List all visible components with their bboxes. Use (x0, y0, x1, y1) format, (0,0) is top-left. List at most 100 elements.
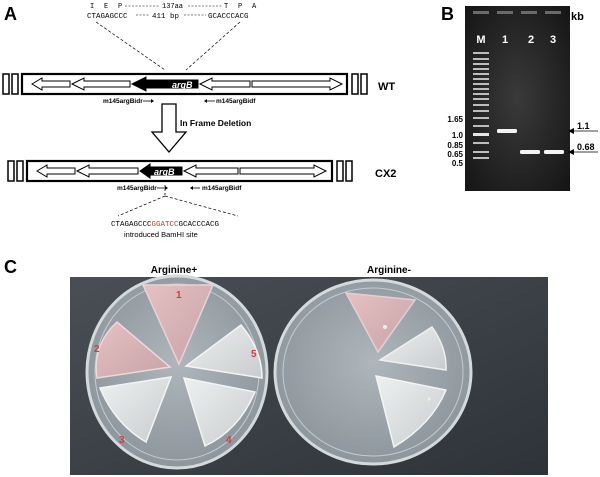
ladder-band (473, 68, 489, 70)
ladder-band (473, 88, 489, 90)
orf-arrow (75, 164, 139, 178)
panel-b: B kb M 1 2 3 (441, 4, 598, 191)
wt-label: WT (378, 81, 395, 93)
contig-end-block (360, 73, 368, 95)
cx2-locus-box (25, 159, 334, 183)
ladder-band (473, 63, 489, 65)
sector-number: 2 (94, 344, 100, 355)
orf-arrow (239, 164, 328, 178)
gel-well (497, 11, 513, 14)
primer-arrow (151, 99, 154, 103)
strain-sector (377, 325, 447, 371)
aa-letter: T (224, 3, 228, 11)
wt-primers: m145argBidr m145argBidf (103, 98, 256, 105)
lane-label: 3 (550, 34, 556, 46)
ladder-band (473, 151, 489, 153)
cx2-label: CX2 (375, 168, 396, 180)
ladder-band (473, 157, 489, 159)
primer-arrow (204, 99, 207, 103)
petri-dish-rim (282, 287, 464, 457)
strain-sector (374, 375, 448, 449)
primer-f-label: m145argBidf (202, 185, 242, 192)
panel-a: A I E P 137aa T P A CTAGAGCCC 411 bp GCA… (2, 3, 396, 239)
orf-arrow (251, 77, 344, 91)
aa-gap-label: 137aa (162, 3, 183, 11)
strain-sector (344, 292, 417, 354)
ladder-bands (473, 52, 489, 159)
contig-end-block (345, 160, 353, 182)
ladder-band (473, 83, 489, 85)
deletion-arrow-label: In Frame Deletion (180, 118, 251, 128)
sample-band-lane2 (520, 150, 540, 154)
bamhi-site-seq: GGATCC (152, 221, 180, 229)
zoom-line (117, 195, 166, 217)
wt-locus-box (20, 72, 349, 96)
panel-b-label: B (441, 4, 454, 24)
argb-gene-arrow (130, 76, 199, 92)
orf-arrow (182, 164, 239, 178)
contig-end-block (351, 73, 359, 95)
wt-locus (2, 72, 368, 96)
cx2-primers: m145argBidr m145argBidf (117, 185, 242, 192)
marker-size-label: 1.65 (447, 115, 463, 124)
ladder-band (473, 73, 489, 75)
sector-number: 4 (226, 435, 232, 446)
zoom-line (95, 21, 166, 71)
ladder-band (473, 52, 489, 54)
ladder-band (473, 104, 489, 106)
sector-number: 1 (176, 290, 182, 301)
ladder-band (473, 110, 489, 112)
primer-arrow (165, 186, 168, 190)
sector-number: 5 (251, 349, 257, 360)
colony-speck (383, 325, 387, 329)
band-pointer-arrow (568, 128, 574, 134)
band-size-label: 1.1 (577, 121, 590, 131)
gel-unit: kb (571, 11, 584, 23)
ladder-band (473, 117, 489, 119)
contig-end-block (336, 160, 344, 182)
contig-end-block (7, 160, 15, 182)
marker-size-labels: 1.65 1.0 0.85 0.65 0.5 (447, 115, 463, 168)
ladder-band (473, 78, 489, 80)
sector-numbers: 1 2 3 4 5 (94, 290, 257, 446)
ladder-band (473, 98, 489, 100)
aa-letter: A (252, 3, 257, 11)
seq2-right: GCACCCACG (179, 221, 220, 229)
zoom-line (185, 21, 241, 71)
seq-row: CTAGAGCCC 411 bp GCACCCACG (87, 13, 249, 21)
sample-band-lane3 (544, 150, 564, 154)
aa-row: I E P 137aa T P A (90, 3, 257, 11)
orf-arrow (31, 77, 71, 91)
primer-f-label: m145argBidf (216, 98, 256, 105)
ladder-band (473, 93, 489, 95)
strain-sector (95, 320, 172, 379)
strain-sector (184, 323, 263, 379)
orf-arrow (198, 77, 251, 91)
plate-right-title: Arginine- (367, 265, 411, 276)
lane-label: 1 (502, 34, 508, 46)
bp-gap-label: 411 bp (152, 13, 179, 21)
aa-letter: E (104, 3, 108, 11)
orf-arrow (36, 164, 76, 178)
gel-well (473, 11, 489, 14)
ladder-band (473, 142, 489, 144)
strain-sector (182, 377, 257, 448)
junction-sequence: CTAGAGCCCGGATCCGCACCCACG (111, 221, 220, 229)
seq-left: CTAGAGCCC (87, 13, 128, 21)
contig-end-block (11, 73, 19, 95)
lane-label: M (476, 34, 485, 46)
aa-letter: P (118, 3, 122, 11)
primer-r-label: m145argBidr (117, 185, 157, 192)
marker-size-label: 0.5 (452, 159, 464, 168)
deletion-arrow (150, 103, 188, 154)
band-pointer-arrow (568, 149, 574, 155)
orf-arrow (70, 77, 131, 91)
marker-size-label: 0.85 (447, 141, 463, 150)
strain-sector (141, 284, 215, 366)
panel-c-label: C (4, 257, 17, 277)
lane-labels: M 1 2 3 (476, 34, 556, 46)
seq2-left: CTAGAGCCC (111, 221, 152, 229)
argb-gene-label: argB (172, 80, 193, 90)
ladder-band (473, 58, 489, 60)
